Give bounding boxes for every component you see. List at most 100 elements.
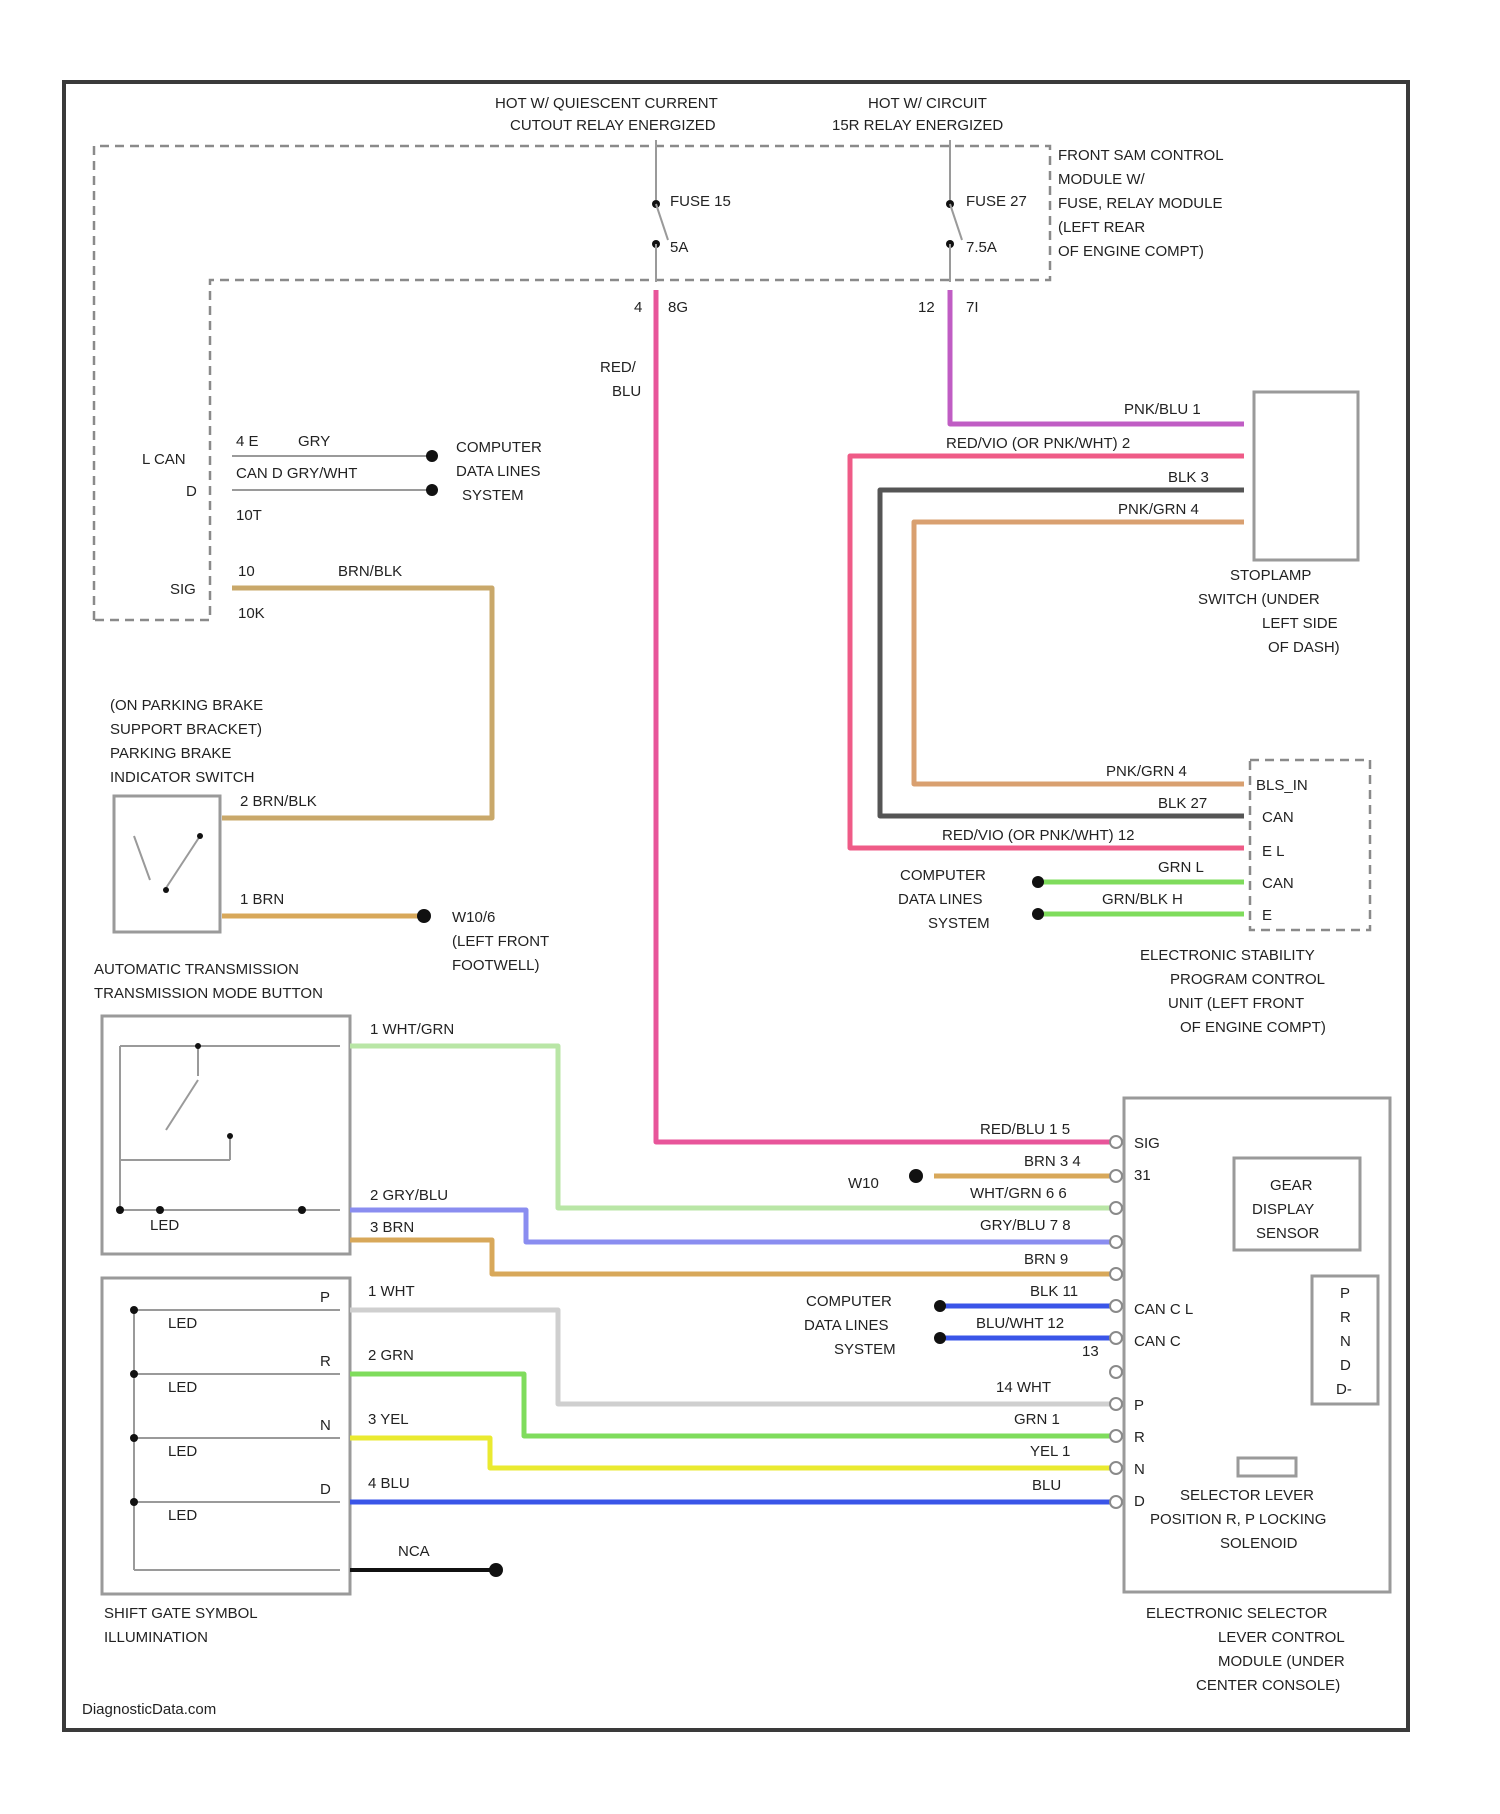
shift-gate-led-4: LED — [168, 1507, 197, 1524]
gear-box-2: DISPLAY — [1252, 1201, 1314, 1218]
esp-label-3: UNIT (LEFT FRONT — [1168, 995, 1304, 1012]
stoplamp-switch — [1254, 392, 1358, 560]
sam-module-outline-top — [94, 146, 1050, 620]
parking-ground-1: W10/6 — [452, 909, 495, 926]
solenoid-3: SOLENOID — [1220, 1535, 1298, 1552]
shift-gate-box — [102, 1278, 350, 1594]
esp-pin-3: E L — [1262, 843, 1285, 860]
shift-gate-wire-3: 3 YEL — [368, 1411, 409, 1428]
mode-label-2: TRANSMISSION MODE BUTTON — [94, 985, 323, 1002]
prnd-n: N — [1340, 1333, 1351, 1350]
sig-wire-label: BRN/BLK — [338, 563, 402, 580]
mode-wire-3: 3 BRN — [370, 1219, 414, 1236]
selector-pin-12: BLU — [1032, 1477, 1061, 1494]
gear-box-3: SENSOR — [1256, 1225, 1320, 1242]
parking-label-1: (ON PARKING BRAKE — [110, 697, 263, 714]
selector-inner-r: R — [1134, 1429, 1145, 1446]
parking-wire-1: 1 BRN — [240, 891, 284, 908]
selector-pin-2: BRN 3 4 — [1024, 1153, 1081, 1170]
fuse-a-name: FUSE 15 — [670, 193, 731, 210]
wire-red-blu-main — [656, 290, 1120, 1142]
selector-label-1: ELECTRONIC SELECTOR — [1146, 1605, 1328, 1622]
prnd-d: D — [1340, 1357, 1351, 1374]
red-blu-label-1: RED/ — [600, 359, 637, 376]
gear-box-1: GEAR — [1270, 1177, 1313, 1194]
shift-gate-nca: NCA — [398, 1543, 430, 1560]
parking-label-3: PARKING BRAKE — [110, 745, 231, 762]
module-label-1: FRONT SAM CONTROL — [1058, 147, 1224, 164]
stoplamp-label-1: STOPLAMP — [1230, 567, 1311, 584]
fuse-b-name: FUSE 27 — [966, 193, 1027, 210]
esp-label-1: ELECTRONIC STABILITY — [1140, 947, 1315, 964]
module-label-2: MODULE W/ — [1058, 171, 1146, 188]
selector-pin-11: YEL 1 — [1030, 1443, 1070, 1460]
parking-label-4: INDICATOR SWITCH — [110, 769, 254, 786]
mode-led: LED — [150, 1217, 179, 1234]
stoplamp-label-2: SWITCH (UNDER — [1198, 591, 1320, 608]
esp-dest-1: COMPUTER — [900, 867, 986, 884]
can-dest-1: COMPUTER — [456, 439, 542, 456]
esp-pin-1: BLS_IN — [1256, 777, 1308, 794]
stoplamp-label-4: OF DASH) — [1268, 639, 1340, 656]
selector-inner-31: 31 — [1134, 1167, 1151, 1184]
mode-button-box — [102, 1016, 350, 1254]
parking-brake-switch — [114, 796, 220, 932]
fuse-27: FUSE 27 7.5A 12 7I — [918, 140, 1027, 316]
selector-pin-9: 14 WHT — [996, 1379, 1051, 1396]
module-label-5: OF ENGINE COMPT) — [1058, 243, 1204, 260]
selector-pin-7: BLU/WHT 12 — [976, 1315, 1064, 1332]
selector-ground: W10 — [848, 1175, 879, 1192]
selector-dest-1: COMPUTER — [806, 1293, 892, 1310]
sig-code: SIG — [170, 581, 196, 598]
esp-label-4: OF ENGINE COMPT) — [1180, 1019, 1326, 1036]
sig-pin-top: 10 — [238, 563, 255, 580]
selector-label-4: CENTER CONSOLE) — [1196, 1677, 1340, 1694]
wire-pnk-grn-stoplamp — [914, 522, 1244, 784]
fuse-15: FUSE 15 5A 4 8G — [634, 140, 731, 316]
selector-pin-6: BLK 11 — [1030, 1283, 1078, 1300]
solenoid-2: POSITION R, P LOCKING — [1150, 1511, 1326, 1528]
fuse-b-code: 7I — [966, 299, 979, 316]
esp-wire-5: GRN/BLK H — [1102, 891, 1183, 908]
mode-wire-1: 1 WHT/GRN — [370, 1021, 454, 1038]
selector-inner-n: N — [1134, 1461, 1145, 1478]
shift-gate-led-1: LED — [168, 1315, 197, 1332]
stoplamp-label-3: LEFT SIDE — [1262, 615, 1338, 632]
shift-gate-row-label-d: D — [320, 1481, 331, 1498]
selector-pin-10: GRN 1 — [1014, 1411, 1060, 1428]
shift-gate-wire-1: 1 WHT — [368, 1283, 415, 1300]
wire-yel-shift — [350, 1438, 1110, 1468]
mode-wire-2: 2 GRY/BLU — [370, 1187, 448, 1204]
shift-gate-wire-2: 2 GRN — [368, 1347, 414, 1364]
selector-inner-d: D — [1134, 1493, 1145, 1510]
selector-pin-4: GRY/BLU 7 8 — [980, 1217, 1071, 1234]
selector-dest-2: DATA LINES — [804, 1317, 888, 1334]
can-dest-2: DATA LINES — [456, 463, 540, 480]
fuse-b-rating: 7.5A — [966, 239, 997, 256]
solenoid-symbol — [1238, 1458, 1296, 1476]
selector-pin-5: BRN 9 — [1024, 1251, 1068, 1268]
stoplamp-wire-3: BLK 3 — [1168, 469, 1209, 486]
can-lcan: L CAN — [142, 451, 186, 468]
selector-pin-3: WHT/GRN 6 6 — [970, 1185, 1067, 1202]
can-top-pin: 4 E — [236, 433, 259, 450]
module-label-3: FUSE, RELAY MODULE — [1058, 195, 1223, 212]
shift-gate-row-label-r: R — [320, 1353, 331, 1370]
shift-gate-label-2: ILLUMINATION — [104, 1629, 208, 1646]
red-blu-label-2: BLU — [612, 383, 641, 400]
selector-pin-column — [1110, 1136, 1122, 1508]
parking-ground-2: (LEFT FRONT — [452, 933, 549, 950]
wire-brn-mode — [350, 1240, 1110, 1274]
fuse-a-code: 8G — [668, 299, 688, 316]
wire-blk-stoplamp — [880, 490, 1244, 816]
esp-label-2: PROGRAM CONTROL — [1170, 971, 1325, 988]
fuse-b-pin: 12 — [918, 299, 935, 316]
esp-wire-1: PNK/GRN 4 — [1106, 763, 1187, 780]
can-top-wire: GRY — [298, 433, 330, 450]
selector-label-3: MODULE (UNDER — [1218, 1653, 1345, 1670]
supply-left-title-1: HOT W/ QUIESCENT CURRENT — [495, 95, 718, 112]
sig-pin-bot: 10K — [238, 605, 265, 622]
esp-pin-4: CAN — [1262, 875, 1294, 892]
watermark: DiagnosticData.com — [82, 1701, 216, 1718]
